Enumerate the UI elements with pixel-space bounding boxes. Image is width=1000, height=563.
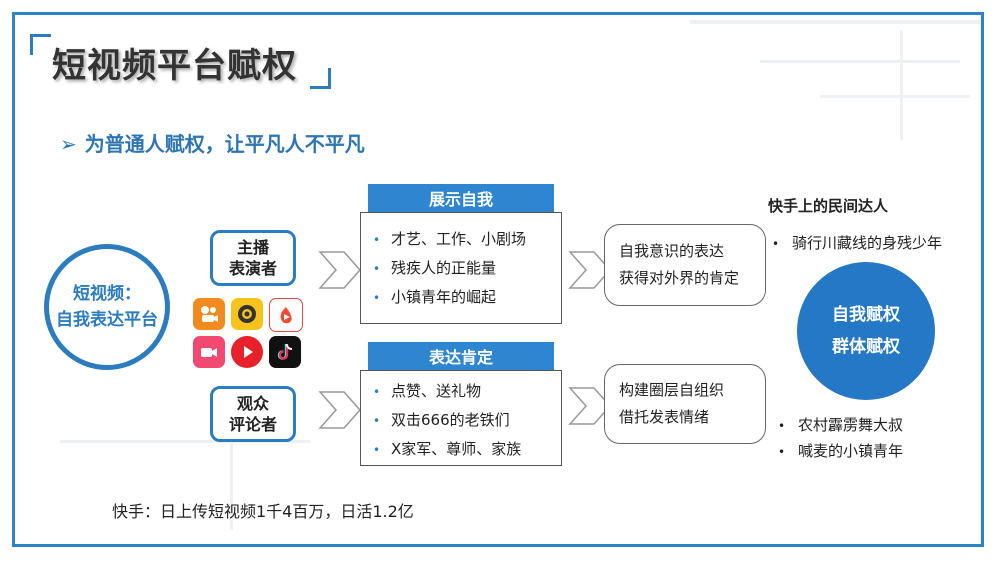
decorative-block bbox=[820, 95, 970, 98]
bullet-icon: • bbox=[772, 237, 780, 251]
list-item: • 双击666的老铁们 bbox=[373, 406, 561, 435]
right-list-item: • 骑行川藏线的身残少年 bbox=[772, 232, 942, 253]
chevron-arrow-icon bbox=[568, 387, 612, 425]
list-item-text: X家军、尊师、家族 bbox=[391, 440, 522, 458]
outcome-pill-bottom: 构建圈层自组织 借托发表情绪 bbox=[604, 364, 766, 444]
right-item-text: 喊麦的小镇青年 bbox=[798, 442, 904, 460]
list-item-text: 才艺、工作、小剧场 bbox=[391, 230, 527, 248]
chevron-arrow-icon bbox=[318, 251, 362, 289]
chevron-arrow-icon bbox=[318, 391, 362, 429]
decorative-block bbox=[900, 30, 903, 140]
list-item-text: 点赞、送礼物 bbox=[391, 382, 482, 400]
list-item: • 小镇青年的崛起 bbox=[373, 283, 561, 312]
bullet-icon: • bbox=[373, 233, 381, 247]
outcome-pill-top: 自我意识的表达 获得对外界的肯定 bbox=[604, 224, 766, 306]
subtitle: ➢ 为普通人赋权，让平凡人不平凡 bbox=[60, 128, 365, 157]
main-circle-line2: 自我表达平台 bbox=[56, 310, 158, 330]
weishi-icon bbox=[231, 298, 263, 330]
content-box-show-self: • 才艺、工作、小剧场 • 残疾人的正能量 • 小镇青年的崛起 bbox=[360, 212, 562, 324]
douyin-icon bbox=[269, 336, 301, 368]
bullet-icon: • bbox=[373, 262, 381, 276]
play-icon bbox=[231, 336, 263, 368]
title-bracket-left bbox=[30, 34, 51, 55]
role-host-line2: 表演者 bbox=[228, 259, 277, 278]
role-host-line1: 主播 bbox=[236, 238, 269, 257]
right-list-item: • 喊麦的小镇青年 bbox=[778, 440, 903, 461]
video-camera-icon bbox=[193, 336, 225, 368]
slide-frame bbox=[12, 12, 984, 547]
bullet-icon: • bbox=[373, 443, 381, 457]
list-item-text: 双击666的老铁们 bbox=[391, 411, 510, 429]
pill-line1: 自我意识的表达 bbox=[619, 242, 725, 260]
empowerment-line2: 群体赋权 bbox=[832, 337, 900, 357]
decorative-block bbox=[760, 60, 960, 63]
list-item-text: 残疾人的正能量 bbox=[391, 259, 497, 277]
right-heading: 快手上的民间达人 bbox=[768, 197, 889, 215]
bullet-icon: • bbox=[373, 385, 381, 399]
subtitle-text: 为普通人赋权，让平凡人不平凡 bbox=[84, 132, 365, 156]
huoshan-icon bbox=[269, 298, 303, 332]
pill-line1: 构建圈层自组织 bbox=[619, 381, 725, 399]
app-icon-grid bbox=[193, 298, 305, 370]
box-header-show-self: 展示自我 bbox=[368, 184, 554, 212]
content-box-affirm: • 点赞、送礼物 • 双击666的老铁们 • X家军、尊师、家族 bbox=[360, 370, 562, 466]
decorative-block bbox=[60, 440, 310, 443]
list-item: • 残疾人的正能量 bbox=[373, 254, 561, 283]
empowerment-circle: 自我赋权 群体赋权 bbox=[797, 262, 935, 400]
list-item: • 才艺、工作、小剧场 bbox=[373, 225, 561, 254]
arrow-right-icon: ➢ bbox=[60, 132, 77, 156]
list-item: • X家军、尊师、家族 bbox=[373, 435, 561, 464]
title-bracket-right bbox=[310, 68, 331, 89]
role-box-host: 主播 表演者 bbox=[210, 230, 296, 286]
main-circle: 短视频： 自我表达平台 bbox=[44, 244, 170, 370]
footer-stat: 快手：日上传短视频1千4百万，日活1.2亿 bbox=[112, 502, 414, 521]
right-list-item: • 农村霹雳舞大叔 bbox=[778, 414, 903, 435]
kuaishou-icon bbox=[193, 298, 225, 330]
main-circle-line1: 短视频： bbox=[73, 284, 141, 304]
right-item-text: 农村霹雳舞大叔 bbox=[798, 416, 904, 434]
list-item: • 点赞、送礼物 bbox=[373, 377, 561, 406]
role-audience-line2: 评论者 bbox=[228, 415, 277, 434]
pill-line2: 借托发表情绪 bbox=[619, 408, 710, 426]
page-title: 短视频平台赋权 bbox=[52, 46, 297, 86]
decorative-block bbox=[230, 420, 233, 530]
right-item-text: 骑行川藏线的身残少年 bbox=[792, 234, 943, 252]
bullet-icon: • bbox=[778, 445, 786, 459]
box-header-affirm: 表达肯定 bbox=[368, 342, 554, 370]
bullet-icon: • bbox=[778, 419, 786, 433]
role-box-audience: 观众 评论者 bbox=[210, 386, 296, 442]
empowerment-line1: 自我赋权 bbox=[832, 305, 900, 325]
chevron-arrow-icon bbox=[568, 251, 612, 289]
bullet-icon: • bbox=[373, 291, 381, 305]
pill-line2: 获得对外界的肯定 bbox=[619, 269, 740, 287]
list-item-text: 小镇青年的崛起 bbox=[391, 288, 497, 306]
role-audience-line1: 观众 bbox=[236, 394, 269, 413]
bullet-icon: • bbox=[373, 414, 381, 428]
decorative-block bbox=[690, 20, 980, 24]
